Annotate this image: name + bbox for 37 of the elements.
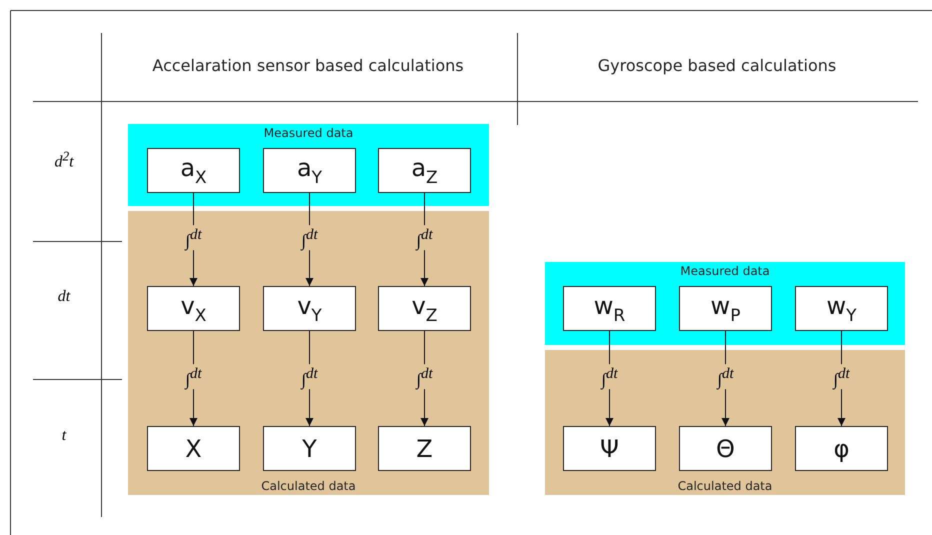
edge-label: ∫$^{dt}$ bbox=[414, 364, 435, 390]
variable-box: w$_{R}$ bbox=[563, 286, 656, 331]
row-label: d$^{2}$t bbox=[54, 148, 74, 172]
measured-data-band bbox=[128, 124, 489, 206]
edge-label: ∫$^{dt}$ bbox=[414, 224, 435, 250]
variable-box: a$_{Y}$ bbox=[263, 148, 356, 193]
measured-data-band bbox=[545, 262, 905, 345]
variable-box: w$_{P}$ bbox=[679, 286, 772, 331]
variable-box: a$_{Z}$ bbox=[378, 148, 471, 193]
variable-box: Z bbox=[378, 426, 471, 471]
variable-box: w$_{Y}$ bbox=[795, 286, 888, 331]
column-heading: Gyroscope based calculations bbox=[596, 55, 838, 76]
calculated-data-band bbox=[128, 211, 489, 495]
band-title: Calculated data bbox=[260, 479, 357, 493]
variable-box: φ bbox=[795, 426, 888, 471]
variable-box: X bbox=[147, 426, 240, 471]
edge-label: ∫$^{dt}$ bbox=[831, 364, 852, 390]
row-label: t bbox=[62, 427, 66, 445]
variable-box: v$_{X}$ bbox=[147, 286, 240, 331]
variable-box: v$_{Y}$ bbox=[263, 286, 356, 331]
edge-label: ∫$^{dt}$ bbox=[183, 224, 204, 250]
edge-label: ∫$^{dt}$ bbox=[715, 364, 736, 390]
band-title: Measured data bbox=[679, 264, 771, 278]
calculated-data-band bbox=[545, 350, 905, 495]
band-title: Calculated data bbox=[676, 479, 774, 493]
variable-box: a$_{X}$ bbox=[147, 148, 240, 193]
edge-label: ∫$^{dt}$ bbox=[299, 364, 320, 390]
edge-label: ∫$^{dt}$ bbox=[299, 224, 320, 250]
band-title: Measured data bbox=[262, 126, 354, 140]
variable-box: Ψ bbox=[563, 426, 656, 471]
row-label: dt bbox=[58, 288, 70, 306]
edge-label: ∫$^{dt}$ bbox=[183, 364, 204, 390]
variable-box: v$_{Z}$ bbox=[378, 286, 471, 331]
edge-label: ∫$^{dt}$ bbox=[599, 364, 620, 390]
variable-box: Y bbox=[263, 426, 356, 471]
variable-box: Θ bbox=[679, 426, 772, 471]
column-heading: Accelaration sensor based calculations bbox=[151, 55, 465, 76]
